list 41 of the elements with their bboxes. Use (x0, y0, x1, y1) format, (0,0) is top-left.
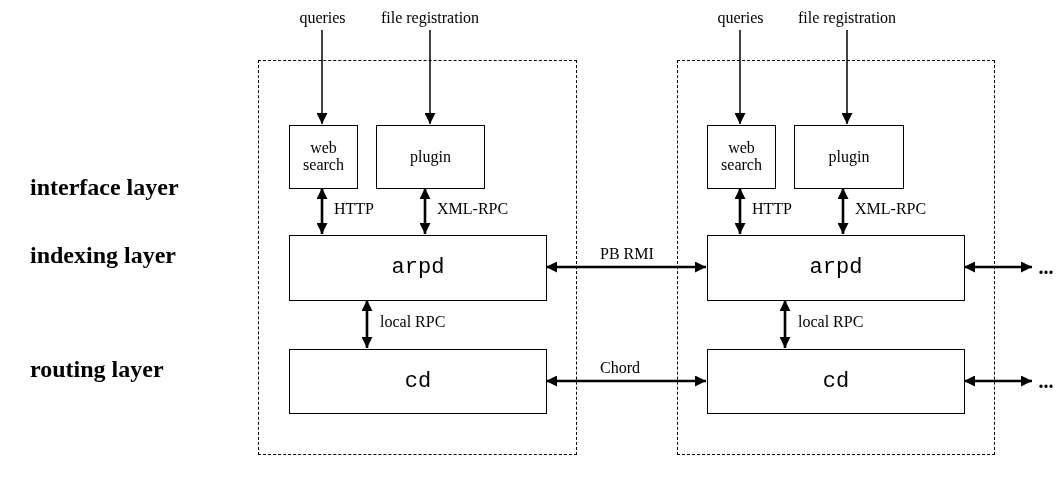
component-box: web search (707, 125, 776, 189)
input-label: queries (290, 6, 355, 30)
arrow (546, 261, 706, 273)
edge-label: XML-RPC (855, 200, 927, 218)
dashed-boundary (677, 60, 995, 455)
arrow (841, 29, 853, 125)
arrow (361, 300, 373, 348)
input-label: file registration (787, 6, 907, 30)
component-box: web search (289, 125, 358, 189)
edge-label: local RPC (380, 313, 446, 331)
arrow (316, 188, 328, 234)
dashed-boundary (258, 60, 577, 455)
arrow (734, 29, 746, 125)
arrow (419, 188, 431, 234)
component-box: plugin (794, 125, 904, 189)
edge-label: Chord (600, 359, 640, 377)
arrow (779, 300, 791, 348)
arrow (546, 375, 706, 387)
arrow (316, 29, 328, 125)
edge-label: HTTP (334, 200, 374, 218)
arrow (964, 375, 1032, 387)
process-box: arpd (289, 235, 547, 301)
edge-label: local RPC (798, 313, 864, 331)
process-box: cd (707, 349, 965, 414)
layer-label: indexing layer (30, 242, 176, 269)
layer-label: interface layer (30, 174, 179, 201)
ellipsis: ... (1032, 254, 1060, 280)
edge-label: XML-RPC (437, 200, 509, 218)
arrow (734, 188, 746, 234)
process-box: arpd (707, 235, 965, 301)
input-label: file registration (370, 6, 490, 30)
arrow (424, 29, 436, 125)
ellipsis: ... (1032, 368, 1060, 394)
arrow (837, 188, 849, 234)
input-label: queries (708, 6, 773, 30)
component-box: plugin (376, 125, 485, 189)
process-box: cd (289, 349, 547, 414)
layer-label: routing layer (30, 356, 164, 383)
edge-label: HTTP (752, 200, 792, 218)
arrow (964, 261, 1032, 273)
edge-label: PB RMI (600, 245, 654, 263)
